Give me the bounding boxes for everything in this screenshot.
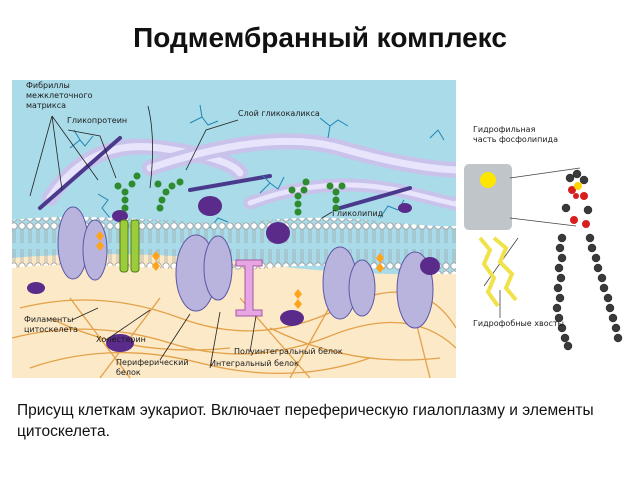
label-fibrils-line3: матрикса [26,101,66,110]
glycocalyx-layer [69,104,445,229]
label-integral: Интегральный белок [210,359,299,368]
yellow-tails [478,236,518,308]
peripheral-proteins [27,196,440,352]
label-glycocalyx: Слой гликокаликса [238,109,320,118]
label-filaments-line1: Филаменты [24,315,73,324]
leader-lines [29,105,333,369]
detail-leader-lines [483,167,581,318]
label-polyintegral: Полуинтегральный белок [234,347,343,356]
glycan-chains [114,172,346,216]
slide-title: Подмембранный комплекс [133,22,507,53]
slide-caption: Присущ клеткам эукариот. Включает перефе… [17,402,594,440]
label-hydrophilic-line1: Гидрофильная [473,125,536,134]
space-filling-model [552,169,623,351]
head-group-box [464,164,512,230]
label-hydrophobic: Гидрофобные хвосты [473,319,564,328]
membrane-diagram: Фибриллы межклеточного матрикса Гликопро… [10,78,630,380]
label-glycolipid: Гликолипид [332,209,384,218]
phospholipid-detail [456,78,630,380]
label-hydrophilic-line2: часть фосфолипида [473,135,558,144]
integral-proteins [57,206,434,329]
membrane-figure: Фибриллы межклеточного матрикса Гликопро… [10,78,630,380]
cholesterol-molecules [96,231,384,309]
label-peripheral-line1: Периферический [116,358,189,367]
oxygen-atoms [568,186,590,228]
channel-protein [119,219,140,273]
label-fibrils-line2: межклеточного [26,91,93,100]
label-glycoprotein: Гликопротеин [67,116,127,125]
label-peripheral-line2: белок [116,368,141,377]
phosphorus-atom [574,182,582,190]
label-cholesterol: Холестерин [96,335,146,344]
label-filaments-line2: цитоскелета [24,325,78,334]
phosphate-group [480,172,496,188]
polyintegral-protein [235,259,263,317]
label-fibrils-line1: Фибриллы [26,81,70,90]
